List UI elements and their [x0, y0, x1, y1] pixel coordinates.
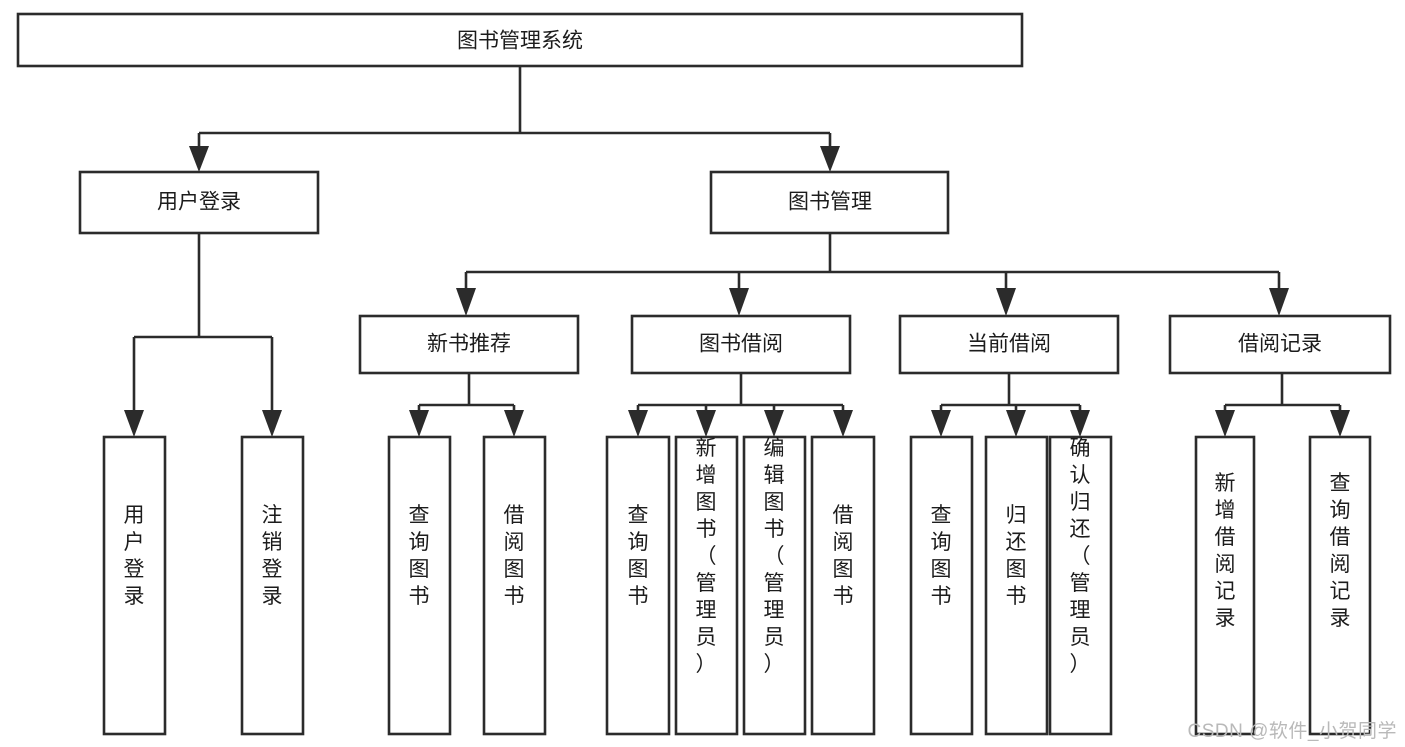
node-leaf-add-borrow-record[interactable]: 新增借阅记录: [1194, 435, 1256, 736]
node-leaf-query-borrow-record-box[interactable]: [1308, 435, 1372, 736]
node-leaf-confirm-return-admin-box[interactable]: [1048, 435, 1113, 736]
node-borrow-records[interactable]: 借阅记录: [1168, 314, 1392, 375]
arrow-head-leaf-query-book-recommend: [409, 410, 429, 437]
node-user-login-label: 用户登录: [157, 191, 241, 214]
node-borrow-records-label: 借阅记录: [1238, 333, 1322, 356]
arrow-head-leaf-user-login: [124, 410, 144, 437]
node-root-label: 图书管理系统: [457, 30, 583, 53]
node-leaf-add-book-admin-label: 新增图书（管理员）: [696, 437, 717, 676]
arrow-head-leaf-return-book: [1006, 410, 1026, 437]
node-leaf-logout-box[interactable]: [240, 435, 305, 736]
node-leaf-return-book-label: 归还图书: [1006, 504, 1027, 608]
node-leaf-user-login-box[interactable]: [102, 435, 167, 736]
node-leaf-confirm-return-admin-label: 确认归还（管理员）: [1070, 437, 1091, 676]
node-leaf-borrow-book[interactable]: 借阅图书: [810, 435, 876, 736]
node-leaf-user-login[interactable]: 用户登录: [102, 435, 167, 736]
arrow-head-book-borrow: [729, 288, 749, 316]
node-current-borrow[interactable]: 当前借阅: [898, 314, 1120, 375]
node-leaf-edit-book-admin-label: 编辑图书（管理员）: [764, 437, 785, 676]
node-leaf-borrow-book-label: 借阅图书: [833, 504, 854, 608]
node-current-borrow-label: 当前借阅: [967, 333, 1051, 356]
node-leaf-query-borrow-record[interactable]: 查询借阅记录: [1308, 435, 1372, 736]
node-leaf-borrow-book-recommend-box[interactable]: [482, 435, 547, 736]
node-leaf-add-book-admin[interactable]: 新增图书（管理员）: [674, 435, 739, 736]
arrow-head-leaf-add-book-admin: [696, 410, 716, 437]
node-book-management[interactable]: 图书管理: [709, 170, 950, 235]
node-leaf-query-book-borrow-label: 查询图书: [628, 504, 649, 608]
arrow-head-leaf-borrow-book-recommend: [504, 410, 524, 437]
node-leaf-borrow-book-box[interactable]: [810, 435, 876, 736]
arrow-head-book-management: [820, 146, 840, 172]
node-leaf-add-borrow-record-label: 新增借阅记录: [1215, 472, 1236, 630]
connector-layer: [124, 66, 1350, 437]
arrow-head-user-login: [189, 146, 209, 172]
node-leaf-logout-label: 注销登录: [262, 504, 283, 608]
node-leaf-borrow-book-recommend-label: 借阅图书: [504, 504, 525, 608]
arrow-head-leaf-borrow-book: [833, 410, 853, 437]
node-leaf-query-book-borrow-box[interactable]: [605, 435, 671, 736]
node-root-box[interactable]: [16, 12, 1024, 68]
node-book-management-box[interactable]: [709, 170, 950, 235]
arrow-head-leaf-confirm-return-admin: [1070, 410, 1090, 437]
arrow-head-borrow-records: [1269, 288, 1289, 316]
node-current-borrow-box[interactable]: [898, 314, 1120, 375]
node-leaf-edit-book-admin-box[interactable]: [742, 435, 807, 736]
node-leaf-query-borrow-record-label: 查询借阅记录: [1330, 472, 1351, 630]
node-root[interactable]: 图书管理系统: [16, 12, 1024, 68]
node-leaf-logout[interactable]: 注销登录: [240, 435, 305, 736]
node-leaf-query-book-borrow[interactable]: 查询图书: [605, 435, 671, 736]
node-leaf-return-book[interactable]: 归还图书: [984, 435, 1049, 736]
node-leaf-query-book-current-label: 查询图书: [931, 504, 952, 608]
node-leaf-add-borrow-record-box[interactable]: [1194, 435, 1256, 736]
arrow-head-leaf-add-borrow-record: [1215, 410, 1235, 437]
node-new-book-recommend[interactable]: 新书推荐: [358, 314, 580, 375]
node-leaf-edit-book-admin[interactable]: 编辑图书（管理员）: [742, 435, 807, 736]
node-book-borrow-label: 图书借阅: [699, 333, 783, 356]
node-leaf-add-book-admin-box[interactable]: [674, 435, 739, 736]
arrow-head-current-borrow: [996, 288, 1016, 316]
node-new-book-recommend-box[interactable]: [358, 314, 580, 375]
node-leaf-query-book-current[interactable]: 查询图书: [909, 435, 974, 736]
arrow-head-leaf-query-borrow-record: [1330, 410, 1350, 437]
arrow-head-leaf-query-book-borrow: [628, 410, 648, 437]
node-new-book-recommend-label: 新书推荐: [427, 333, 511, 356]
node-leaf-query-book-recommend-label: 查询图书: [409, 504, 430, 608]
node-user-login[interactable]: 用户登录: [78, 170, 320, 235]
arrow-head-new-book-recommend: [456, 288, 476, 316]
node-leaf-user-login-label: 用户登录: [124, 504, 145, 608]
node-leaf-borrow-book-recommend[interactable]: 借阅图书: [482, 435, 547, 736]
node-leaf-query-book-recommend-box[interactable]: [387, 435, 452, 736]
arrow-head-leaf-query-book-current: [931, 410, 951, 437]
node-user-login-box[interactable]: [78, 170, 320, 235]
arrow-head-leaf-edit-book-admin: [764, 410, 784, 437]
node-leaf-query-book-current-box[interactable]: [909, 435, 974, 736]
node-book-borrow-box[interactable]: [630, 314, 852, 375]
arrow-head-leaf-logout: [262, 410, 282, 437]
node-book-borrow[interactable]: 图书借阅: [630, 314, 852, 375]
node-borrow-records-box[interactable]: [1168, 314, 1392, 375]
node-leaf-confirm-return-admin[interactable]: 确认归还（管理员）: [1048, 435, 1113, 736]
node-leaf-query-book-recommend[interactable]: 查询图书: [387, 435, 452, 736]
node-leaf-return-book-box[interactable]: [984, 435, 1049, 736]
node-book-management-label: 图书管理: [788, 191, 872, 214]
